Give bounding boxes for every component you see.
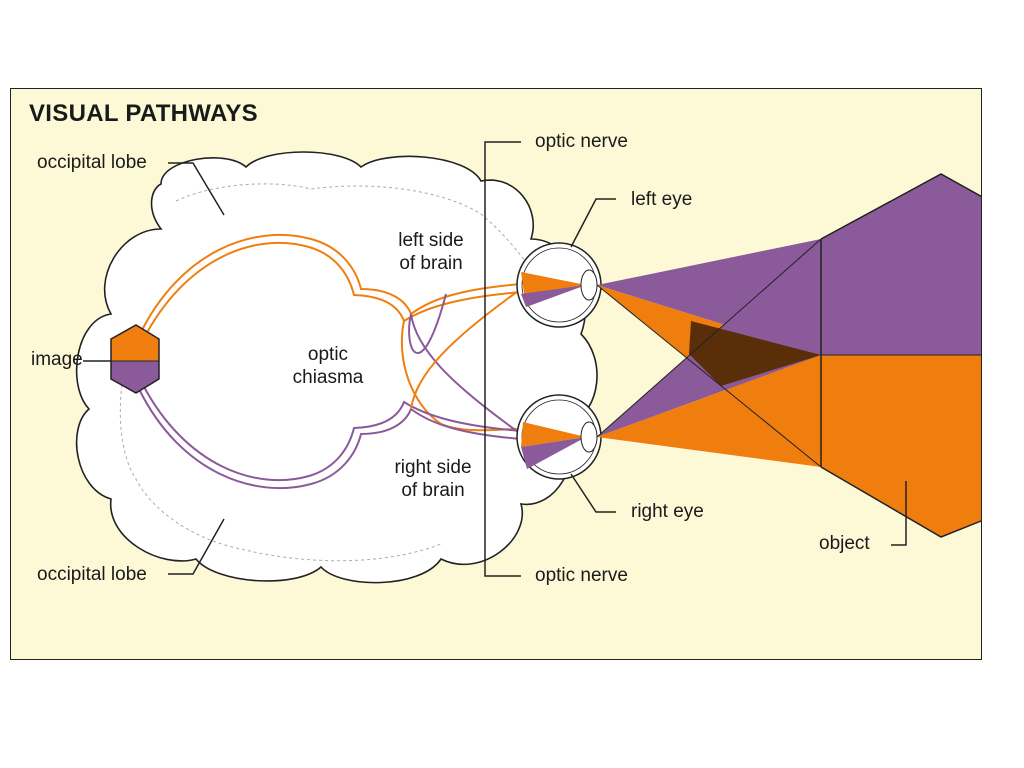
- diagram-title: VISUAL PATHWAYS: [29, 100, 258, 127]
- label-occipital-lobe-top: occipital lobe: [37, 152, 147, 173]
- label-left-side-line1: left side: [398, 230, 464, 251]
- label-optic-chiasma: optic chiasma: [273, 343, 383, 389]
- brain-inner-line: [119, 183, 547, 562]
- leader-lines: [83, 141, 907, 577]
- left-eye: [516, 242, 602, 328]
- label-object: object: [819, 533, 870, 554]
- label-right-side-of-brain: right side of brain: [383, 456, 483, 502]
- visual-pathways-diagram: [75, 141, 981, 584]
- label-image: image: [31, 349, 83, 370]
- brain-outline: [75, 151, 598, 584]
- right-eye: [516, 394, 602, 480]
- label-left-side-line2: of brain: [399, 253, 463, 274]
- label-left-side-of-brain: left side of brain: [381, 229, 481, 275]
- label-right-side-line1: right side: [394, 457, 472, 478]
- label-optic-nerve-bottom: optic nerve: [535, 565, 628, 586]
- image-hexagon: [110, 324, 160, 394]
- object-hexagon: [820, 173, 981, 538]
- light-rays: [596, 238, 822, 468]
- label-occipital-lobe-bottom: occipital lobe: [37, 564, 147, 585]
- label-left-eye: left eye: [631, 189, 693, 210]
- diagram-panel: VISUAL PATHWAYS occipital lobe occipital…: [10, 88, 982, 660]
- label-right-side-line2: of brain: [401, 480, 465, 501]
- label-optic-chiasma-line2: chiasma: [292, 367, 364, 388]
- purple-pathway: [138, 293, 522, 490]
- label-optic-nerve-top: optic nerve: [535, 131, 628, 152]
- label-optic-chiasma-line1: optic: [307, 344, 349, 365]
- label-right-eye: right eye: [631, 501, 704, 522]
